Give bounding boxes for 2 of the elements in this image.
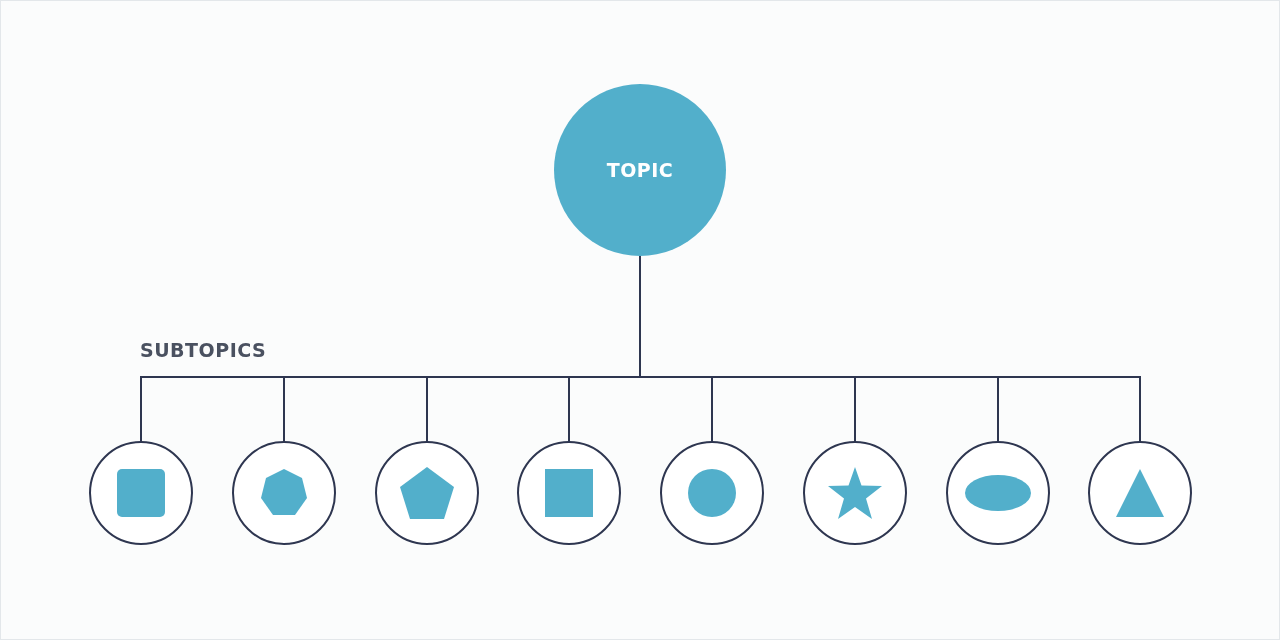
- topic-label: TOPIC: [606, 159, 674, 181]
- section-label: SUBTOPICS: [140, 339, 267, 361]
